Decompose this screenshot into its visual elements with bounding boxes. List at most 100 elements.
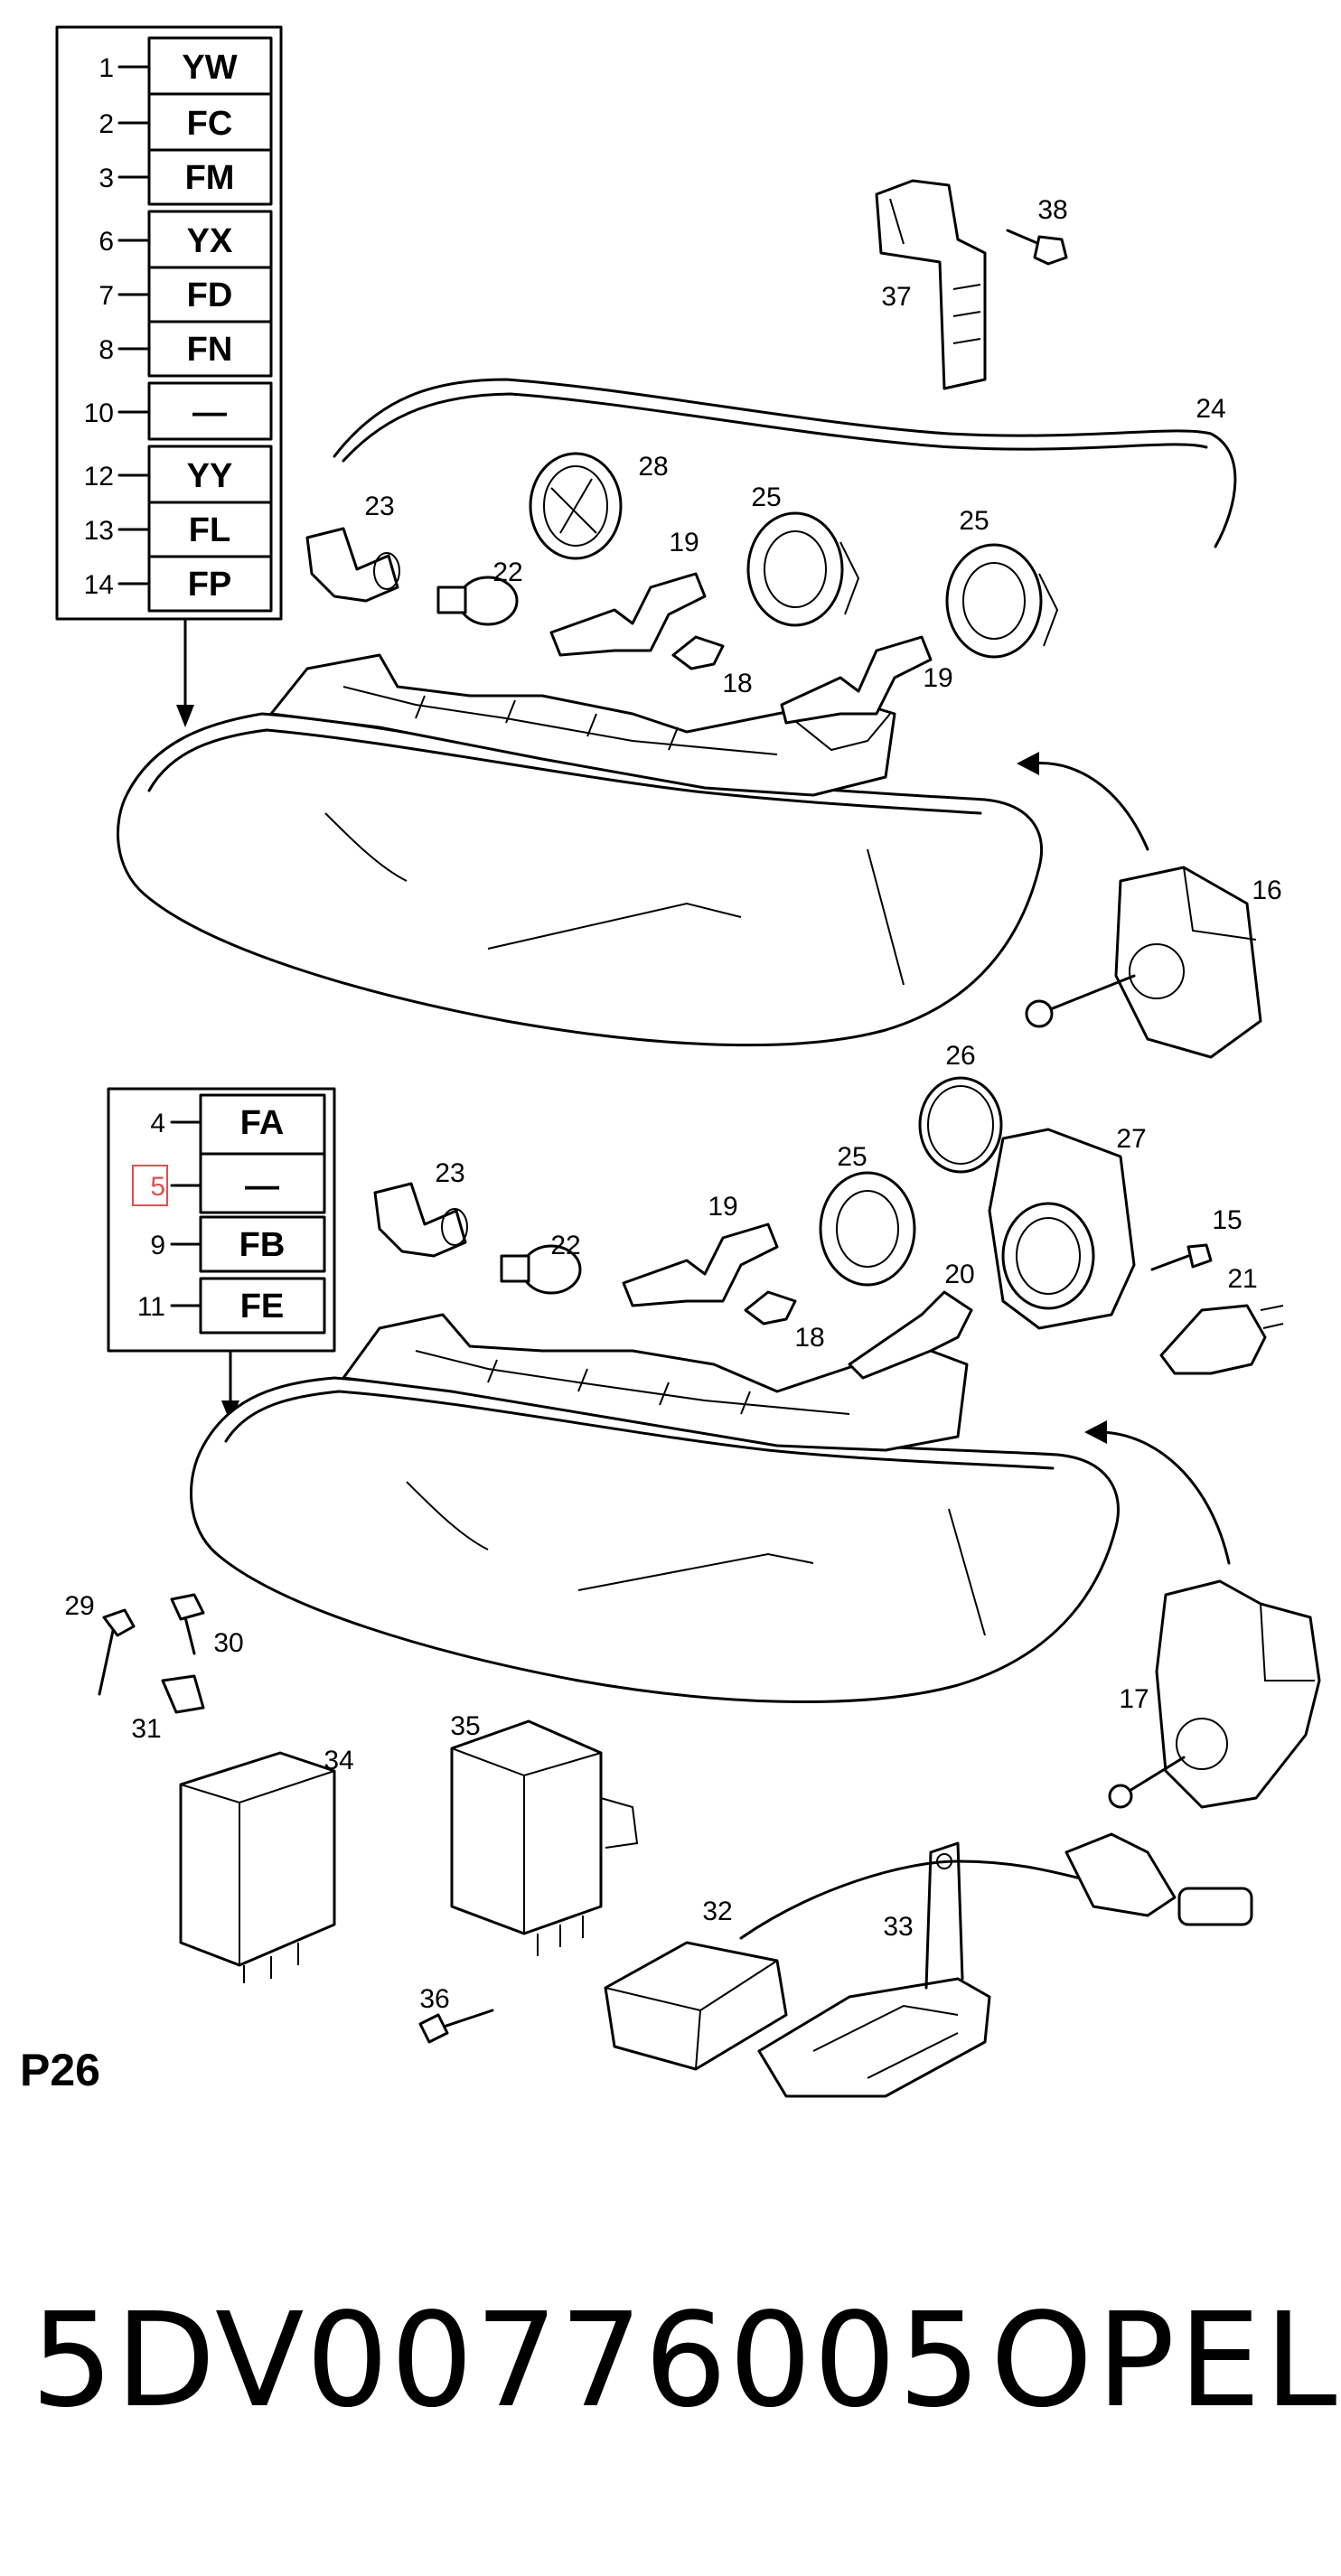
legend-top-number: 2 xyxy=(98,109,114,139)
legend-top-number: 3 xyxy=(98,164,114,193)
legend-top-code: — xyxy=(192,394,227,432)
callout-number: 31 xyxy=(131,1714,161,1744)
headlamp-bottom-reflection-b xyxy=(577,1552,814,1591)
bulb-22-top-part xyxy=(436,576,519,626)
callout-number: 30 xyxy=(213,1628,243,1658)
headlamp-top-reflection-c xyxy=(867,848,905,986)
bulb-holder-28-part xyxy=(529,452,623,560)
headlamp-top-reflection-a xyxy=(324,812,408,882)
headlamp-bottom-housing-ribs xyxy=(487,1359,751,1415)
legend-top-number: 1 xyxy=(98,53,114,83)
legend-bottom-code: — xyxy=(245,1167,279,1205)
relay-35-part xyxy=(450,1719,639,1956)
callout-number: 25 xyxy=(959,506,989,536)
cable-part xyxy=(739,1859,1086,1940)
callout-number: 21 xyxy=(1227,1264,1257,1294)
relay-34-part xyxy=(179,1751,336,1983)
callout-number: 17 xyxy=(1119,1684,1149,1714)
legend-top-code: FM xyxy=(185,159,235,197)
page-label: P26 xyxy=(20,2045,100,2095)
legend-bottom-number: 9 xyxy=(150,1231,165,1260)
legend-top-number: 7 xyxy=(98,281,114,311)
legend-bottom-highlight-box xyxy=(132,1165,168,1206)
oring-26-part xyxy=(918,1076,1003,1174)
legend-top-code: FP xyxy=(188,566,232,604)
bulb-22-bottom-part xyxy=(500,1244,582,1295)
adjuster-17-part xyxy=(1108,1579,1321,1809)
legend-top-frame xyxy=(55,25,283,621)
brand-name: OPEL xyxy=(990,2284,1341,2436)
headlamp-top-housing xyxy=(269,653,896,797)
headlamp-top-housing-ribs xyxy=(415,695,679,751)
bracket-part-detail xyxy=(889,198,981,344)
callout-number: 18 xyxy=(722,669,752,698)
adjuster-16-part xyxy=(1025,866,1262,1059)
callout-number: 23 xyxy=(435,1158,464,1188)
bulb-19-bottom-part xyxy=(622,1222,779,1307)
callout-number: 22 xyxy=(492,557,522,587)
legend-bottom-number: 11 xyxy=(137,1292,165,1322)
legend-top-number: 6 xyxy=(98,227,114,257)
headlamp-top-housing-detail-a xyxy=(342,686,778,755)
legend-top-code: FN xyxy=(187,331,233,369)
socket-23-bottom-part xyxy=(373,1182,468,1258)
bracket-part xyxy=(875,179,987,390)
bulb-19-top-b-part xyxy=(780,635,933,725)
legend-bottom-code: FA xyxy=(240,1104,285,1142)
callout-number: 20 xyxy=(944,1260,974,1289)
callout-number: 37 xyxy=(881,282,911,312)
legend-top-code: FD xyxy=(187,276,233,314)
grommet-part xyxy=(1064,1832,1253,1926)
ring-25-top-b-part xyxy=(945,543,1059,659)
legend-top-group-box xyxy=(147,36,273,206)
callout-number: 29 xyxy=(64,1591,94,1621)
legend-top-number: 10 xyxy=(84,398,114,428)
legend-top-number: 8 xyxy=(98,335,114,365)
oring-26-part-inner xyxy=(927,1085,994,1165)
screw-29-part xyxy=(98,1608,136,1696)
ring-25-bottom-part xyxy=(819,1171,916,1287)
callout-number: 27 xyxy=(1116,1124,1146,1154)
headlamp-top xyxy=(117,653,1043,1047)
curved-arrow-top xyxy=(1028,761,1149,851)
cap-27-part xyxy=(988,1128,1136,1330)
screw-38-part xyxy=(1006,229,1068,266)
ring-25-top-a-part xyxy=(746,511,860,627)
callout-number: 19 xyxy=(923,663,952,693)
legend-bottom-code: FE xyxy=(240,1288,285,1325)
callout-number: 34 xyxy=(324,1746,353,1775)
screw-15-part xyxy=(1150,1243,1213,1271)
clip-18-bottom-part xyxy=(744,1290,797,1325)
legend-top-code: FC xyxy=(187,105,233,143)
curved-arrow-bottom-head xyxy=(1084,1420,1107,1444)
legend-bottom-number: 4 xyxy=(150,1109,165,1138)
lamp-21-part xyxy=(1159,1304,1284,1375)
headlamp-bottom-reflection-c xyxy=(948,1508,986,1636)
legend-bottom-code: FB xyxy=(239,1226,286,1264)
headlamp-bottom-housing-detail xyxy=(415,1350,850,1415)
legend-top-code: YX xyxy=(187,222,233,260)
legend-bottom-number: 5 xyxy=(150,1172,165,1202)
legend-top-code: YY xyxy=(187,457,233,495)
headlamp-bottom-reflection-a xyxy=(406,1481,489,1550)
clip-31-part xyxy=(161,1674,205,1714)
socket-23-top-part xyxy=(305,527,400,603)
module-32-part xyxy=(604,1941,788,2071)
legend-top-code: FL xyxy=(189,511,230,549)
legend-top-number: 12 xyxy=(84,462,114,492)
callout-number: 18 xyxy=(794,1323,824,1353)
callout-number: 23 xyxy=(364,492,394,521)
headlamp-top-lens-rim xyxy=(147,728,982,815)
part-number: 5DV00776005 xyxy=(31,2284,983,2436)
curved-arrow-top-head xyxy=(1017,752,1039,775)
callout-number: 19 xyxy=(708,1192,737,1222)
callout-number: 15 xyxy=(1212,1205,1242,1235)
trim-strip-part-inner xyxy=(342,392,1208,463)
callout-number: 24 xyxy=(1196,394,1225,424)
callout-number: 32 xyxy=(702,1897,732,1926)
callout-number: 16 xyxy=(1252,876,1281,905)
headlamp-top-reflection-b xyxy=(487,902,742,950)
